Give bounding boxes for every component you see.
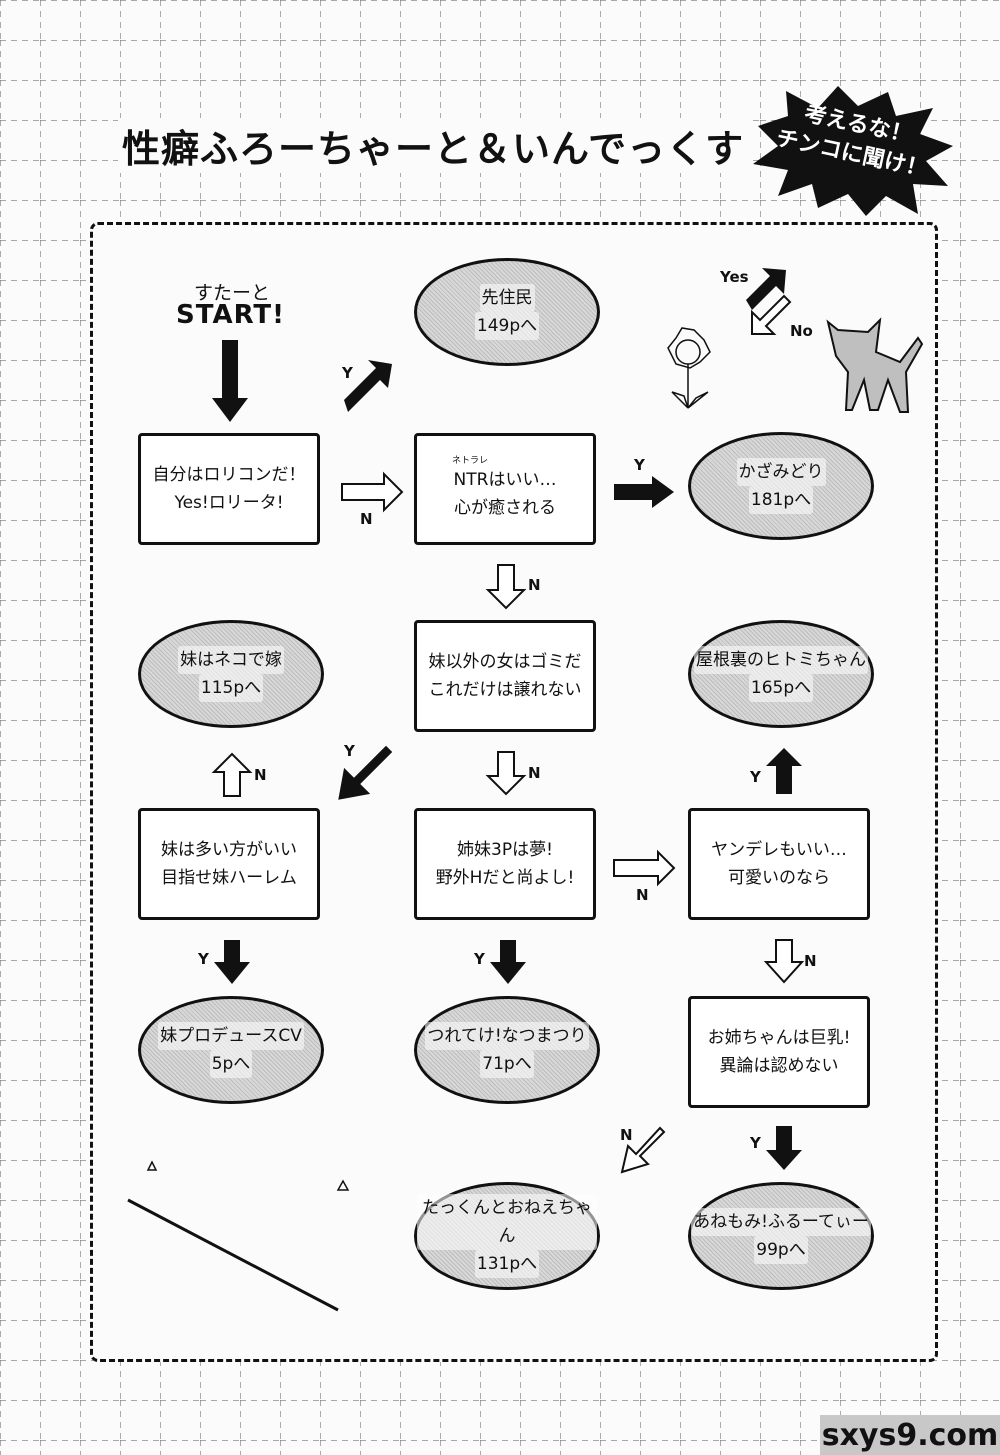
- label-q2-no: N: [528, 576, 541, 594]
- label-q1-no: N: [360, 510, 373, 528]
- sparkle-icon: [336, 1179, 350, 1191]
- legend-no-arrow: [751, 294, 792, 335]
- label-q3-no: N: [528, 764, 541, 782]
- label-q6-no: N: [804, 952, 817, 970]
- question-box-2: ネトラレ NTRはいい… 心が癒される: [414, 433, 596, 545]
- result-title: 屋根裏のヒトミちゃん: [694, 646, 868, 674]
- result-title: つれてけ!なつまつり: [425, 1022, 589, 1050]
- question-text: NTRはいい…: [453, 470, 557, 490]
- question-box-1: 自分はロリコンだ！ Yes!ロリータ!: [138, 433, 320, 545]
- arrow-q4-yes: [214, 940, 250, 984]
- result-oval-2: かざみどり 181pへ: [688, 432, 874, 540]
- result-title: たっくんとおねえちゃん: [417, 1194, 597, 1250]
- result-oval-3: 妹はネコで嫁 115pへ: [138, 620, 324, 728]
- arrow-q6-no: [763, 939, 805, 984]
- question-text: 異論は認めない: [719, 1056, 839, 1076]
- question-text: お姉ちゃんは巨乳!: [707, 1028, 851, 1048]
- label-q4-no: N: [254, 766, 267, 784]
- arrow-start-down: [212, 340, 248, 422]
- legend-yes-arrow: [746, 268, 786, 310]
- ruby-text: ネトラレ: [451, 456, 488, 466]
- result-oval-1: 先住民 149pへ: [414, 258, 600, 366]
- result-title: 先住民: [479, 284, 535, 312]
- arrow-q1-no: [341, 471, 404, 513]
- label-q6-yes: Y: [750, 768, 761, 786]
- question-text: 妹以外の女はゴミだ: [428, 652, 582, 672]
- result-title: 妹はネコで嫁: [178, 646, 284, 674]
- result-page: 115pへ: [198, 674, 264, 702]
- legend-yes-label: Yes: [720, 268, 749, 286]
- arrow-q1-yes: [344, 360, 392, 412]
- result-page: 5pへ: [209, 1050, 253, 1078]
- label-q2-yes: Y: [634, 456, 645, 474]
- arrow-q6-yes: [766, 748, 802, 794]
- question-text: Yes!ロリータ!: [174, 493, 284, 513]
- arrow-q5-no: [613, 849, 676, 887]
- pen-icon: [127, 1198, 339, 1312]
- label-q5-no: N: [636, 886, 649, 904]
- label-q1-yes: Y: [342, 364, 353, 382]
- flower-icon: [667, 327, 711, 409]
- result-oval-6: つれてけ!なつまつり 71pへ: [414, 996, 600, 1104]
- sparkle-icon: [146, 1160, 158, 1171]
- result-oval-7: たっくんとおねえちゃん 131pへ: [414, 1182, 600, 1290]
- watermark: sxys9.com: [820, 1415, 1000, 1455]
- page-title: 性癖ふろーちゃーと＆いんでっくす: [118, 118, 749, 173]
- arrow-q4-no: [211, 752, 253, 797]
- question-text: 妹は多い方がいい: [161, 840, 297, 860]
- result-page: 165pへ: [748, 674, 814, 702]
- legend-no-label: No: [790, 322, 813, 340]
- question-text: 心が癒される: [454, 498, 556, 518]
- arrow-q3-no: [485, 751, 527, 796]
- label-q5-yes: Y: [474, 950, 485, 968]
- label-q3-yes: Y: [344, 742, 355, 760]
- result-oval-5: 妹プロデュースCV 5pへ: [138, 996, 324, 1104]
- arrow-q2-no: [485, 564, 527, 610]
- result-page: 71pへ: [480, 1050, 534, 1078]
- question-box-3: 妹以外の女はゴミだ これだけは譲れない: [414, 620, 596, 732]
- question-box-7: お姉ちゃんは巨乳! 異論は認めない: [688, 996, 870, 1108]
- result-page: 99pへ: [754, 1236, 808, 1264]
- question-box-6: ヤンデレもいい… 可愛いのなら: [688, 808, 870, 920]
- arrow-q7-no: [620, 1126, 666, 1174]
- label-q7-yes: Y: [750, 1134, 761, 1152]
- question-text: ヤンデレもいい…: [711, 840, 847, 860]
- mascot-illustration-placeholder: [127, 1160, 350, 1312]
- label-q4-yes: Y: [198, 950, 209, 968]
- cat-icon: [826, 317, 924, 413]
- question-box-4: 妹は多い方がいい 目指せ妹ハーレム: [138, 808, 320, 920]
- result-title: あねもみ!ふるーてぃー: [691, 1208, 871, 1236]
- question-text: 野外Hだと尚よし!: [435, 868, 575, 888]
- result-title: かざみどり: [736, 458, 826, 486]
- result-page: 181pへ: [748, 486, 814, 514]
- start-kana: すたーと: [194, 282, 271, 304]
- question-text: 姉妹3Pは夢!: [457, 840, 553, 860]
- start-label: START!: [176, 300, 286, 330]
- arrow-q2-yes: [614, 476, 674, 508]
- result-page: 149pへ: [474, 312, 540, 340]
- arrow-q5-yes: [490, 940, 526, 984]
- starburst-badge: [753, 86, 953, 216]
- question-text: これだけは譲れない: [428, 680, 582, 700]
- result-oval-8: あねもみ!ふるーてぃー 99pへ: [688, 1182, 874, 1290]
- question-text: 可愛いのなら: [728, 868, 830, 888]
- question-box-5: 姉妹3Pは夢! 野外Hだと尚よし!: [414, 808, 596, 920]
- result-title: 妹プロデュースCV: [158, 1022, 304, 1050]
- arrow-q7-yes: [766, 1126, 802, 1170]
- question-text: 目指せ妹ハーレム: [161, 868, 297, 888]
- result-oval-4: 屋根裏のヒトミちゃん 165pへ: [688, 620, 874, 728]
- label-q7-no: N: [620, 1126, 633, 1144]
- result-page: 131pへ: [474, 1250, 540, 1278]
- arrow-q3-yes: [338, 745, 393, 800]
- question-text: 自分はロリコンだ！: [152, 465, 306, 485]
